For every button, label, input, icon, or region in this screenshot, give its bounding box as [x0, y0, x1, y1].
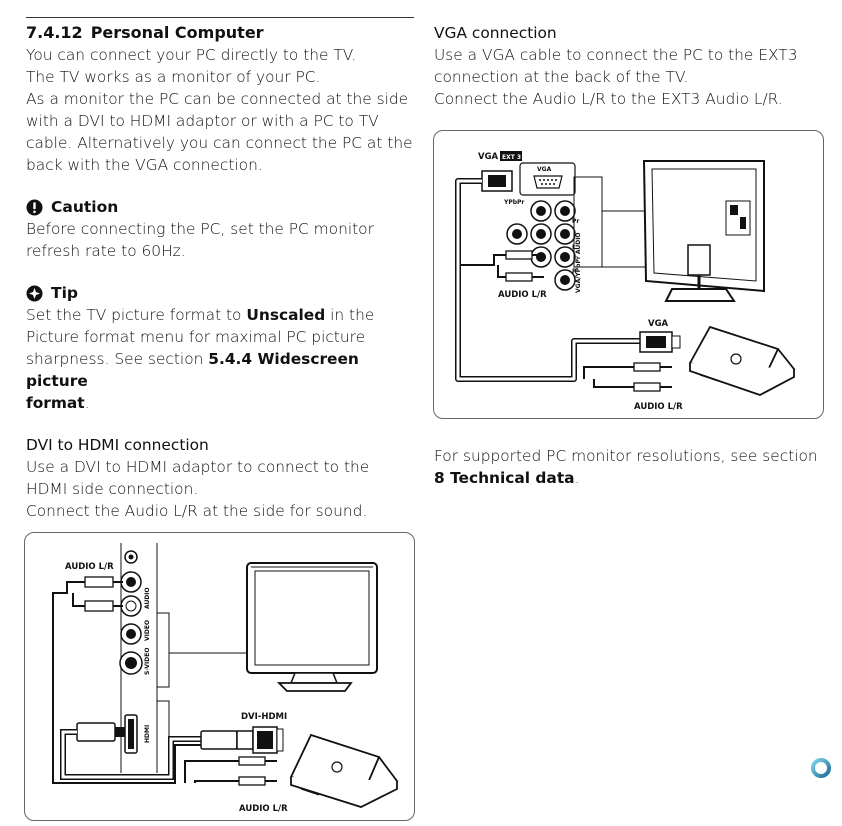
port-svideo-label: S-VIDEO	[144, 648, 151, 675]
vga-audio-label-bottom: AUDIO L/R	[634, 402, 683, 412]
vga-port-label: VGA	[537, 166, 552, 173]
tip-line: Set the TV picture format to Unscaled in…	[26, 304, 414, 326]
right-column: VGA connection Use a VGA cable to connec…	[434, 16, 829, 110]
intro-line: The TV works as a monitor of your PC.	[26, 68, 321, 86]
tip-line: Picture format menu for maximal PC pictu…	[26, 328, 366, 346]
caution-heading: Caution	[26, 196, 414, 218]
intro-line: cable. Alternatively you can connect the…	[26, 134, 413, 152]
caution-title: Caution	[51, 198, 119, 216]
vga-line: Connect the Audio L/R to the EXT3 Audio …	[434, 90, 783, 108]
audio-plugs-panel	[460, 250, 544, 282]
tv-front-view	[246, 562, 378, 692]
caution-line: Before connecting the PC, set the PC mon…	[26, 220, 374, 238]
technical-data-link[interactable]: 8 Technical data	[434, 469, 575, 487]
intro-line: You can connect your PC directly to the …	[26, 46, 357, 64]
caution-line: refresh rate to 60Hz.	[26, 242, 186, 260]
laptop-illustration	[289, 733, 399, 808]
r-label: R	[572, 268, 577, 275]
dvi-heading: DVI to HDMI connection	[26, 436, 209, 454]
side-audio-label: VGA/YPbPr AUDIO	[575, 232, 582, 293]
side-connector-panel: AUDIO VIDEO S-VIDEO HDMI	[119, 543, 158, 773]
audio-plugs-laptop	[583, 362, 672, 392]
audio-plugs-side	[52, 576, 205, 784]
dvi-hdmi-adaptor	[200, 726, 284, 754]
dvi-audio-label-bottom: AUDIO L/R	[239, 804, 288, 814]
resolution-line: For supported PC monitor resolutions, se…	[434, 447, 818, 465]
vga-audio-label-left: AUDIO L/R	[498, 290, 547, 300]
intro-line: As a monitor the PC can be connected at …	[26, 90, 409, 108]
tip-text: in the	[325, 306, 375, 324]
vga-plug-laptop	[639, 331, 681, 353]
tip-line: sharpness. See section 5.4.4 Widescreen …	[26, 348, 414, 392]
dvi-audio-label-top: AUDIO L/R	[65, 562, 114, 572]
top-rule	[26, 17, 414, 18]
vga-panel-label: VGA	[478, 152, 499, 162]
ypbpr-label: YPbPr	[503, 199, 524, 206]
dvi-line: Connect the Audio L/R at the side for so…	[26, 502, 368, 520]
tip-section-link[interactable]: format	[26, 394, 85, 412]
tip-title: Tip	[51, 284, 78, 302]
vga-cable-label: VGA	[648, 319, 669, 329]
brand-ring-icon	[811, 758, 831, 778]
dvi-hdmi-label: DVI-HDMI	[241, 712, 287, 722]
vga-heading: VGA connection	[434, 24, 557, 42]
tip-line: format.	[26, 392, 414, 414]
section-title: Personal Computer	[90, 23, 264, 42]
resolution-line: 8 Technical data.	[434, 467, 829, 489]
ext-badge	[500, 151, 522, 161]
tip-bold-unscaled: Unscaled	[246, 306, 326, 324]
tip-heading: Tip	[26, 282, 414, 304]
resolution-note: For supported PC monitor resolutions, se…	[434, 445, 829, 489]
tip-text: Set the TV picture format to	[26, 306, 247, 324]
dvi-line: HDMI side connection.	[26, 480, 199, 498]
pr-label: Pr	[572, 218, 579, 225]
section-heading: 7.4.12 Personal Computer	[26, 22, 414, 44]
left-column: 7.4.12 Personal Computer You can connect …	[26, 16, 414, 522]
jack-grid	[506, 200, 576, 291]
dvi-connection-diagram: AUDIO VIDEO S-VIDEO HDMI AUDIO L/R	[24, 532, 415, 821]
intro-line: with a DVI to HDMI adaptor or with a PC …	[26, 112, 379, 130]
rear-connector-panel: VGA EXT 3 VGA YPbPr Pr L	[478, 151, 603, 293]
dvi-diagram-svg: AUDIO VIDEO S-VIDEO HDMI AUDIO L/R	[52, 543, 399, 814]
tv-rear-view	[642, 160, 765, 302]
hdmi-cable	[60, 722, 201, 780]
tip-section-link[interactable]: 5.4.4 Widescreen picture	[26, 350, 359, 390]
intro-line: back with the VGA connection.	[26, 156, 263, 174]
vga-diagram-svg: VGA EXT 3 VGA YPbPr Pr L	[455, 151, 796, 412]
tip-text: sharpness. See section	[26, 350, 209, 368]
audio-plugs-laptop	[184, 756, 277, 786]
vga-connection-diagram: VGA EXT 3 VGA YPbPr Pr L	[433, 130, 824, 419]
tip-text: .	[84, 394, 90, 412]
intro-paragraph: You can connect your PC directly to the …	[26, 44, 414, 176]
dvi-line: Use a DVI to HDMI adaptor to connect to …	[26, 458, 370, 476]
tip-icon	[26, 285, 43, 301]
ext-badge-label: EXT 3	[502, 154, 521, 161]
port-audio-label: AUDIO	[144, 587, 151, 609]
port-video-label: VIDEO	[144, 620, 151, 641]
vga-plug-panel	[481, 170, 513, 192]
section-number: 7.4.12	[26, 23, 83, 42]
vga-line: connection at the back of the TV.	[434, 68, 689, 86]
vga-line: Use a VGA cable to connect the PC to the…	[434, 46, 798, 64]
laptop-illustration	[688, 325, 796, 396]
resolution-text: .	[574, 469, 580, 487]
caution-icon	[26, 199, 43, 215]
port-hdmi-label: HDMI	[144, 725, 151, 743]
